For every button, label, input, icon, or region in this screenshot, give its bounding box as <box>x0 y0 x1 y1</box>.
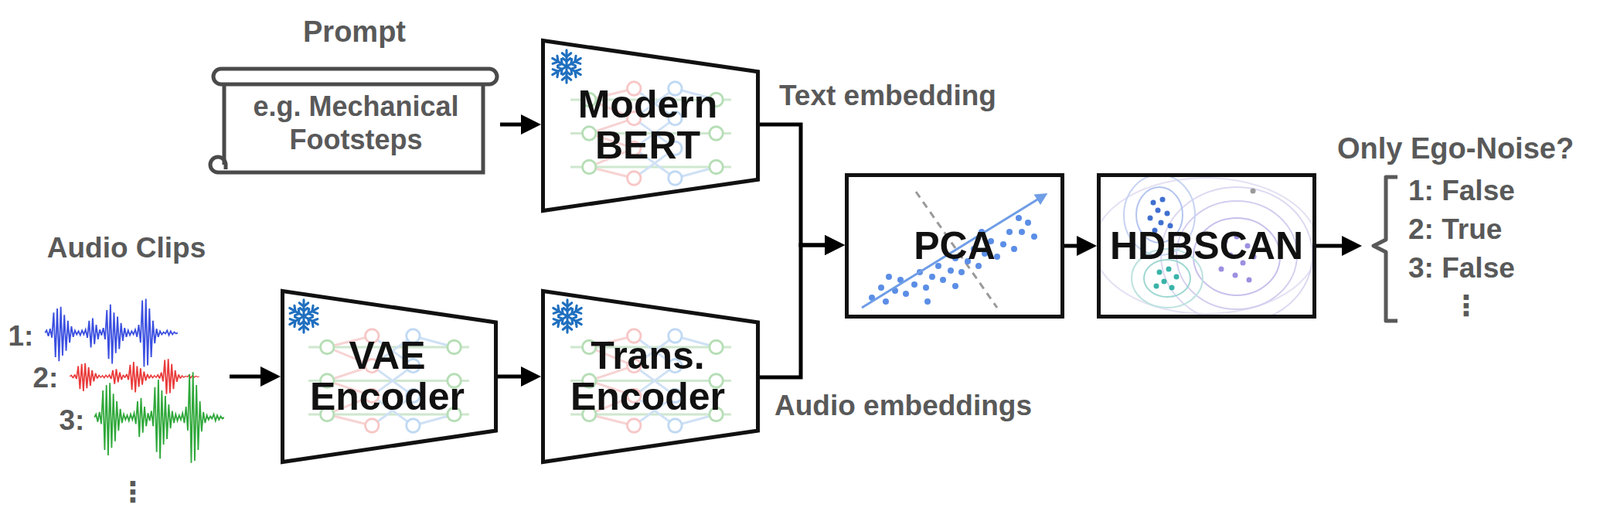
method-name: HDBSCAN <box>1100 224 1313 268</box>
method-name: PCA <box>848 224 1061 268</box>
output-bracket <box>1373 177 1398 321</box>
output-item: 3: False <box>1408 251 1579 285</box>
encoder-trapezoid <box>543 291 759 463</box>
scroll-roll <box>213 68 498 85</box>
audio-heading: Audio Clips <box>23 231 230 266</box>
edge-label: Text embedding <box>779 78 1073 113</box>
flow-arrow <box>497 374 529 379</box>
cluster-illustration <box>1100 177 1313 315</box>
model-name: Trans. Encoder <box>554 335 741 418</box>
callout-number: 3: <box>54 401 90 440</box>
flow-arrow <box>229 374 269 379</box>
output-list: Only Ego-Noise?1: False2: True3: False⋮ <box>1361 127 1594 325</box>
vae-encoder-box: VAE Encoder <box>280 289 498 464</box>
callout-number: 2: <box>27 358 64 398</box>
frozen-icon <box>550 50 583 83</box>
flow-arrow <box>759 245 833 378</box>
pca-box: PCA <box>844 173 1065 319</box>
edge-label: Audio embeddings <box>774 388 1069 423</box>
scroll-roll <box>210 156 226 173</box>
hdbscan-box: HDBSCAN <box>1096 173 1317 319</box>
frozen-icon <box>551 299 584 333</box>
output-item: 2: True <box>1408 213 1579 246</box>
encoder-trapezoid <box>543 40 759 212</box>
prompt-text: e.g. Mechanical Footsteps <box>222 89 490 157</box>
model-name: Modern BERT <box>554 84 741 167</box>
output-item: 1: False <box>1408 174 1579 208</box>
flow-arrow <box>1316 244 1350 249</box>
callout-number: 1: <box>3 316 39 356</box>
output-heading: Only Ego-Noise? <box>1337 130 1600 167</box>
flow-arrow <box>1064 244 1085 249</box>
audio-waveform <box>69 358 200 394</box>
prompt-scroll: Prompte.g. Mechanical Footsteps <box>208 66 501 176</box>
flow-arrow <box>500 122 529 127</box>
callout-ellipsis: ⋮ <box>115 473 150 512</box>
prompt-heading: Prompt <box>185 13 524 50</box>
audio-waveform <box>44 298 178 367</box>
audio-waveform <box>44 298 225 463</box>
audio-waveform <box>94 371 225 463</box>
output-ellipsis: ⋮ <box>1446 286 1486 326</box>
frozen-icon <box>287 299 320 333</box>
flow-arrow <box>759 124 833 246</box>
model-name: VAE Encoder <box>294 335 480 418</box>
encoder-trapezoid <box>282 291 497 463</box>
transformer-encoder-box: Trans. Encoder <box>541 289 760 464</box>
text-encoder-box: Modern BERT <box>541 38 760 213</box>
